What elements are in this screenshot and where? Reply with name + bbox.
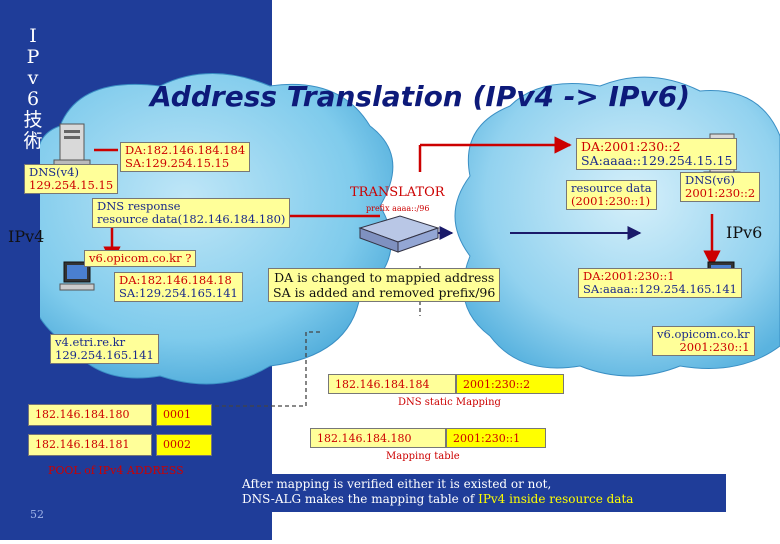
v4-host-info-box: v4.etri.re.kr 129.254.165.141 [50,334,159,364]
v6-top-sa: SA:aaaa::129.254.15.15 [581,153,733,168]
page-number: 52 [30,508,44,521]
vertical-title-char: I [29,25,37,47]
dns-static-mapping-row: 182.146.184.184 2001:230::2 [328,374,564,394]
dns-response-line1: DNS response [97,199,181,213]
bottom-note-line2: DNS-ALG makes the mapping table of IPv4 … [242,492,718,507]
dns-v6-label: DNS(v6) [685,173,735,187]
vertical-title-char: 技 [23,109,43,131]
mapping-table-row: 182.146.184.180 2001:230::1 [310,428,546,448]
dns-v4-server-icon [53,123,91,167]
dns-query-box: DA:182.146.184.184 SA:129.254.15.15 [120,142,251,172]
v4-host-sa: SA:129.254.165.141 [119,286,238,300]
v6-top-box: DA:2001:230::2 SA:aaaa::129.254.15.15 [576,138,738,170]
translator-prefix: prefix aaaa::/96 [366,204,430,213]
slide-title: Address Translation (IPv4 -> IPv6) [150,80,691,113]
dns-v4-addr: 129.254.15.15 [29,178,114,192]
dns-static-v6: 2001:230::2 [456,374,564,394]
translator-note-line1: DA is changed to mappied address [274,270,495,285]
translator-label: TRANSLATOR [350,185,445,200]
dns-query-da: DA:182.146.184.184 [125,143,246,157]
vertical-title-char: 術 [23,130,43,152]
dns-response-box: DNS response resource data(182.146.184.1… [92,198,291,228]
v6-host-box: DA:2001:230::1 SA:aaaa::129.254.165.141 [578,268,742,298]
pool-row: 182.146.184.181 0002 [28,434,212,456]
mapping-table-caption: Mapping table [386,451,460,462]
v6-host-da: DA:2001:230::1 [583,269,675,283]
pool-caption: POOL of IPv4 ADDRESS [48,464,184,477]
v6-host-name: v6.opicom.co.kr [657,327,750,341]
v4-host-name: v4.etri.re.kr [55,335,126,349]
pool-row-id: 0001 [156,404,212,426]
vertical-title-char: 6 [26,88,40,110]
bottom-note-line1: After mapping is verified either it is e… [242,477,552,491]
dns-v4-info-box: DNS(v4) 129.254.15.15 [24,164,119,194]
pool-row: 182.146.184.180 0001 [28,404,212,426]
v6-top-da: DA:2001:230::2 [581,139,681,154]
ipv6-network-label: IPv6 [726,223,763,242]
v4-host-da: DA:182.146.184.18 [119,273,232,287]
dashed-connector-pool [196,331,320,407]
ipv4-host-icon [59,261,95,291]
translator-note: DA is changed to mappied address SA is a… [268,268,501,302]
query-text-box: v6.opicom.co.kr ? [84,250,197,267]
vertical-title-char: v [27,67,39,89]
bottom-note: After mapping is verified either it is e… [234,474,726,512]
bottom-note-highlight: IPv4 inside resource data [478,492,634,506]
mapping-table-v4: 182.146.184.180 [310,428,446,448]
v6-resource-line2: (2001:230::1) [571,194,651,208]
v6-host-info-box: v6.opicom.co.kr 2001:230::1 [652,326,755,356]
ipv4-network-label: IPv4 [8,227,45,246]
dns-v6-info-box: DNS(v6) 2001:230::2 [680,172,761,202]
pool-row-addr: 182.146.184.181 [28,434,152,456]
dns-response-line2: resource data(182.146.184.180) [97,212,286,226]
v4-host-box: DA:182.146.184.18 SA:129.254.165.141 [114,272,243,302]
vertical-title-char: P [26,46,40,68]
dns-static-caption: DNS static Mapping [398,397,501,408]
v6-host-sa: SA:aaaa::129.254.165.141 [583,282,737,296]
translator-note-line2: SA is added and removed prefix/96 [273,285,496,300]
v6-resource-line1: resource data [571,181,652,195]
v4-host-addr: 129.254.165.141 [55,348,154,362]
pool-row-id: 0002 [156,434,212,456]
pool-row-addr: 182.146.184.180 [28,404,152,426]
dns-static-v4: 182.146.184.184 [328,374,456,394]
v6-resource-box: resource data (2001:230::1) [566,180,657,210]
dns-v4-label: DNS(v4) [29,165,79,179]
bottom-note-line2-text: DNS-ALG makes the mapping table of [242,492,479,506]
dns-v6-addr: 2001:230::2 [685,186,756,200]
translator-router-icon [358,215,440,253]
v6-host-addr: 2001:230::1 [679,340,750,354]
dns-query-sa: SA:129.254.15.15 [125,156,230,170]
mapping-table-v6: 2001:230::1 [446,428,546,448]
ipv4-pool-table: 182.146.184.180 0001 182.146.184.181 000… [28,404,212,456]
query-text: v6.opicom.co.kr ? [89,251,192,265]
